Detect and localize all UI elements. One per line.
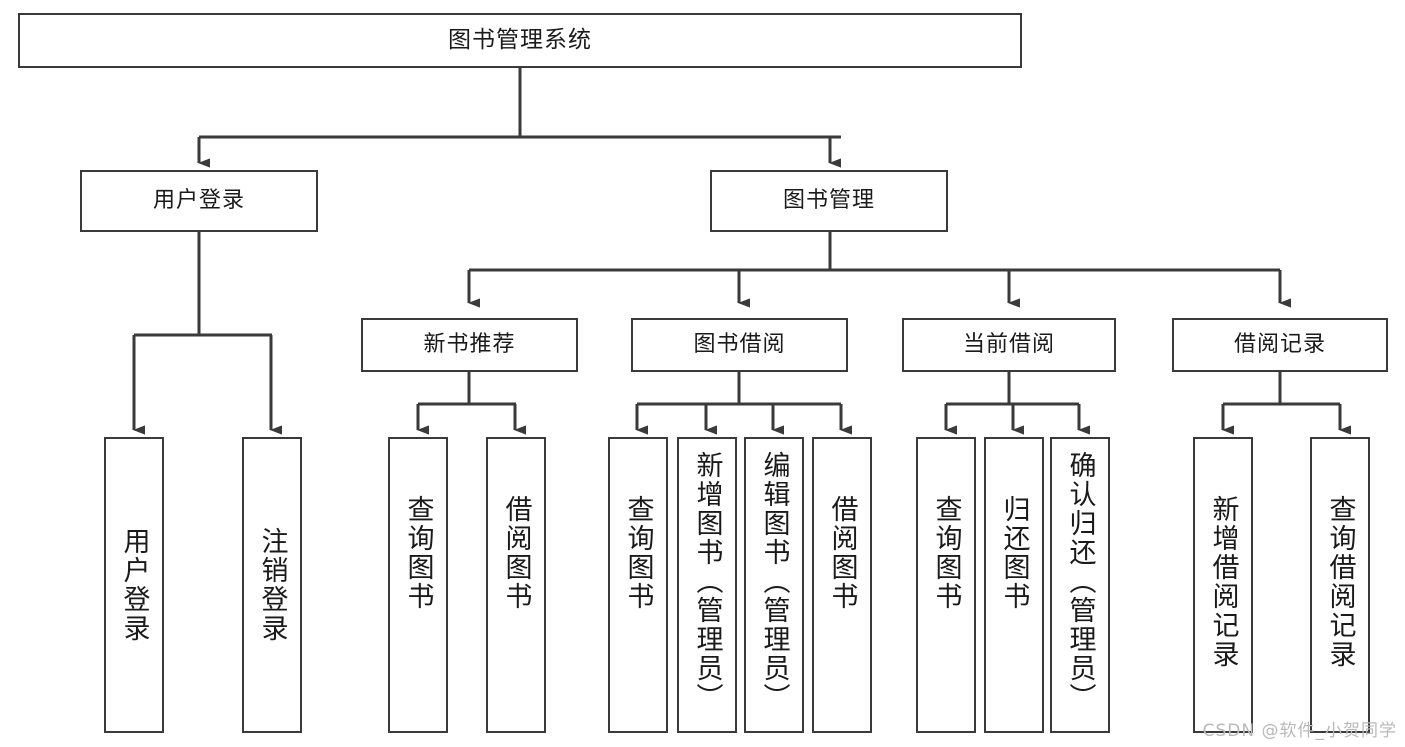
node-label: 借阅图书 [500, 495, 532, 611]
node-label: 用户登录 [152, 187, 245, 213]
node-label: 查询图书 [402, 495, 434, 611]
leaf-add-book-admin[interactable]: 新增图书（管理员） [677, 437, 737, 733]
node-label: 借阅图书 [826, 495, 858, 611]
node-label: 新增图书（管理员） [691, 451, 723, 712]
leaf-confirm-return-admin[interactable]: 确认归还（管理员） [1050, 437, 1110, 733]
node-label: 新增借阅记录 [1207, 495, 1239, 669]
node-new-book-recommendation[interactable]: 新书推荐 [361, 318, 578, 372]
node-label: 注销登录 [256, 527, 288, 643]
watermark: CSDN @软件_小贺同学 [1202, 721, 1397, 741]
leaf-query-book-current[interactable]: 查询图书 [916, 437, 976, 733]
node-current-borrowing[interactable]: 当前借阅 [902, 318, 1116, 372]
node-label: 图书管理 [782, 187, 875, 213]
node-root-book-management-system[interactable]: 图书管理系统 [18, 13, 1022, 68]
leaf-logout[interactable]: 注销登录 [242, 437, 302, 733]
node-label: 归还图书 [998, 495, 1030, 611]
node-label: 图书管理系统 [448, 26, 592, 53]
node-label: 查询图书 [930, 495, 962, 611]
node-user-login[interactable]: 用户登录 [80, 170, 318, 232]
leaf-query-book-borrow[interactable]: 查询图书 [608, 437, 668, 733]
leaf-user-login[interactable]: 用户登录 [104, 437, 164, 733]
leaf-query-book-new[interactable]: 查询图书 [388, 437, 448, 733]
leaf-query-borrowing-record[interactable]: 查询借阅记录 [1310, 437, 1370, 733]
node-label: 图书借阅 [693, 331, 786, 357]
leaf-add-borrowing-record[interactable]: 新增借阅记录 [1193, 437, 1253, 733]
leaf-return-book[interactable]: 归还图书 [984, 437, 1044, 733]
node-label: 编辑图书（管理员） [758, 451, 790, 712]
leaf-borrow-book[interactable]: 借阅图书 [812, 437, 872, 733]
leaf-edit-book-admin[interactable]: 编辑图书（管理员） [744, 437, 804, 733]
node-book-management[interactable]: 图书管理 [710, 170, 948, 232]
node-label: 确认归还（管理员） [1064, 451, 1096, 712]
node-label: 查询图书 [622, 495, 654, 611]
node-label: 用户登录 [118, 527, 150, 643]
node-label: 当前借阅 [962, 331, 1055, 357]
node-label: 新书推荐 [423, 331, 516, 357]
node-book-borrowing[interactable]: 图书借阅 [631, 318, 848, 372]
node-label: 查询借阅记录 [1324, 495, 1356, 669]
leaf-borrow-book-new[interactable]: 借阅图书 [486, 437, 546, 733]
node-borrowing-record[interactable]: 借阅记录 [1172, 318, 1388, 372]
node-label: 借阅记录 [1233, 331, 1326, 357]
